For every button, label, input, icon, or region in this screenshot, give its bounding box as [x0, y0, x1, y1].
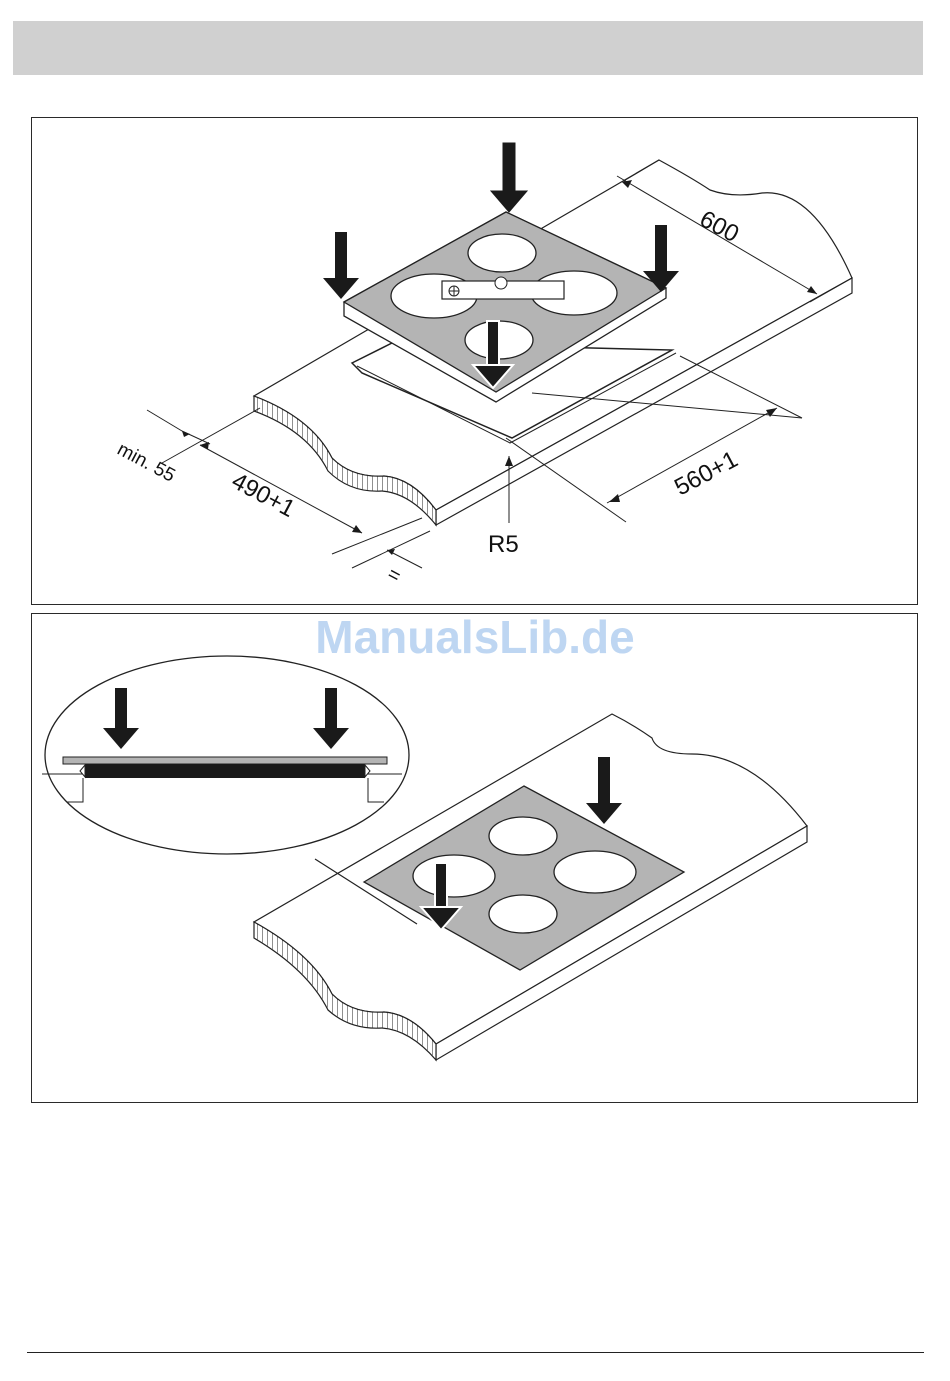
zone-front — [489, 895, 557, 933]
detail-magnifier — [45, 656, 409, 854]
dim-560-label: 560+1 — [670, 446, 742, 501]
dim-min55-label: min. 55 — [114, 439, 179, 487]
dim-490-label: 490+1 — [227, 467, 299, 522]
detail-glass — [63, 757, 387, 764]
figure-installation-dimensions: 600 560+1 490+1 min. 55 = R5 — [31, 117, 918, 605]
zone-right — [554, 851, 636, 893]
diagram-fitting — [32, 614, 919, 1104]
dim-r5-label: R5 — [488, 531, 519, 558]
figure-hob-fitting — [31, 613, 918, 1103]
zone-back — [489, 817, 557, 855]
footer-rule — [27, 1352, 924, 1353]
dim-equal-label: = — [384, 563, 405, 588]
arrow-down-icon — [323, 232, 359, 299]
zone-back — [468, 234, 536, 272]
zone-left — [413, 855, 495, 897]
header-bar — [13, 21, 923, 75]
arrow-down-icon — [491, 143, 527, 212]
diagram-cutout: 600 560+1 490+1 min. 55 = R5 — [32, 118, 919, 606]
detail-seal — [85, 764, 365, 778]
